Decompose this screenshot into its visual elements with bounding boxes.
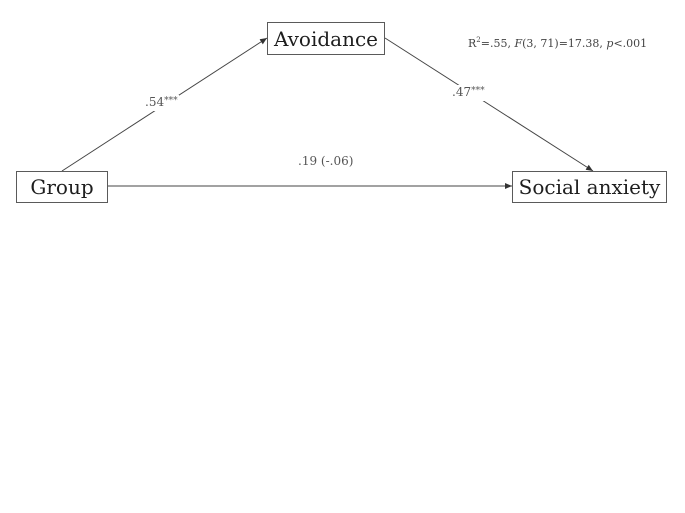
- f-statistic: (3, 71)=17.38,: [522, 37, 603, 50]
- predictor-box: Group: [16, 171, 108, 203]
- mediator-label: Avoidance: [273, 26, 378, 51]
- mediator-box: Avoidance: [267, 22, 385, 55]
- path-a-value: .54: [145, 95, 165, 109]
- path-b-arrow: [384, 37, 594, 172]
- r-squared-exponent: 2: [476, 36, 481, 45]
- outcome-label: Social anxiety: [518, 175, 661, 199]
- path-c-value: .19 (-.06): [298, 154, 354, 168]
- path-a-coefficient: .54***: [144, 95, 179, 111]
- p-symbol: p: [606, 37, 614, 50]
- outcome-box: Social anxiety: [512, 171, 667, 203]
- path-b-significance: ***: [471, 86, 485, 96]
- r-squared-value: =.55,: [480, 37, 511, 50]
- model-fit-statistics: R2=.55, F(3, 71)=17.38, p<.001: [468, 37, 647, 51]
- f-symbol: F: [514, 37, 523, 50]
- path-b-value: .47: [452, 85, 472, 99]
- path-b-coefficient: .47***: [451, 85, 486, 101]
- path-c-coefficient: .19 (-.06): [297, 154, 354, 168]
- p-value: <.001: [613, 37, 648, 50]
- path-a-significance: ***: [164, 96, 178, 106]
- predictor-label: Group: [30, 175, 94, 199]
- r-squared-symbol: R: [468, 37, 477, 50]
